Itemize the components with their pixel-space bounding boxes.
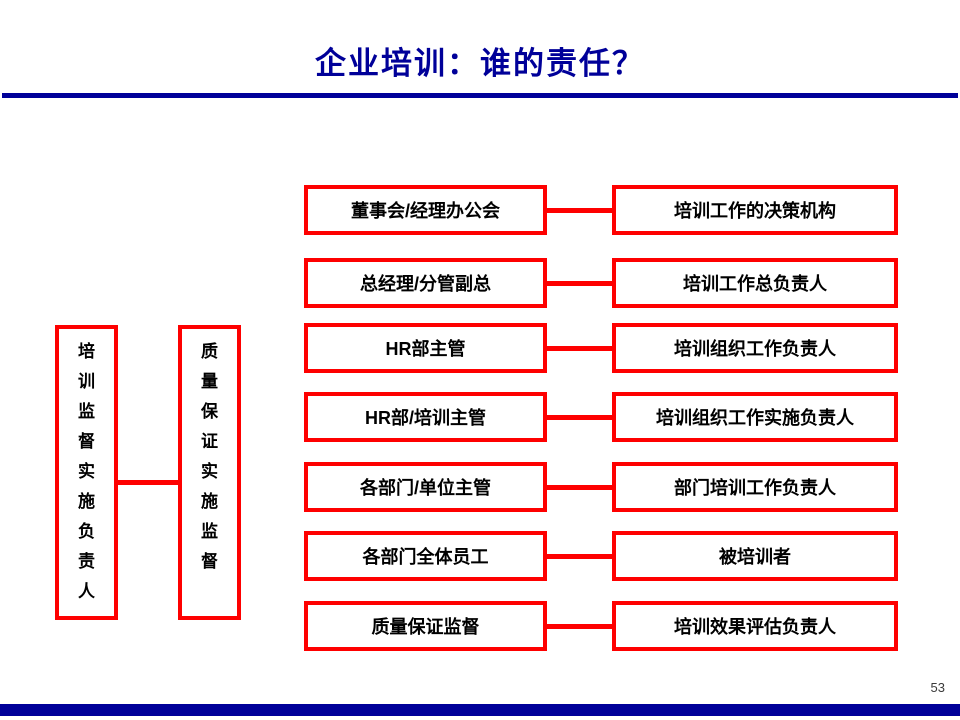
duty-box: 部门培训工作负责人 [612,462,898,512]
responsibility-row: 各部门全体员工 被培训者 [0,531,960,581]
page-number: 53 [930,680,945,695]
role-box: HR部主管 [304,323,547,373]
responsibility-row: 各部门/单位主管 部门培训工作负责人 [0,462,960,512]
connector-line [545,346,614,351]
role-box: 总经理/分管副总 [304,258,547,308]
connector-line [545,281,614,286]
responsibility-row: 董事会/经理办公会 培训工作的决策机构 [0,185,960,235]
page-title: 企业培训：谁的责任？ [315,46,645,81]
duty-box: 被培训者 [612,531,898,581]
connector-line [545,485,614,490]
responsibility-row: HR部主管 培训组织工作负责人 [0,323,960,373]
connector-line [545,208,614,213]
duty-box: 培训工作的决策机构 [612,185,898,235]
duty-box: 培训组织工作实施负责人 [612,392,898,442]
role-box: 各部门全体员工 [304,531,547,581]
responsibility-row: 质量保证监督 培训效果评估负责人 [0,601,960,651]
duty-box: 培训组织工作负责人 [612,323,898,373]
duty-box: 培训工作总负责人 [612,258,898,308]
connector-line [545,554,614,559]
role-box: HR部/培训主管 [304,392,547,442]
role-box: 质量保证监督 [304,601,547,651]
connector-line [545,624,614,629]
role-box: 董事会/经理办公会 [304,185,547,235]
title-divider [2,93,958,98]
connector-line [118,480,178,485]
quality-assurance-box: 质量保证实施监督 [178,325,241,620]
responsibility-row: 总经理/分管副总 培训工作总负责人 [0,258,960,308]
responsibility-row: HR部/培训主管 培训组织工作实施负责人 [0,392,960,442]
duty-box: 培训效果评估负责人 [612,601,898,651]
connector-line [545,415,614,420]
footer-bar [0,704,960,716]
role-box: 各部门/单位主管 [304,462,547,512]
training-supervision-box: 培训监督实施负责人 [55,325,118,620]
